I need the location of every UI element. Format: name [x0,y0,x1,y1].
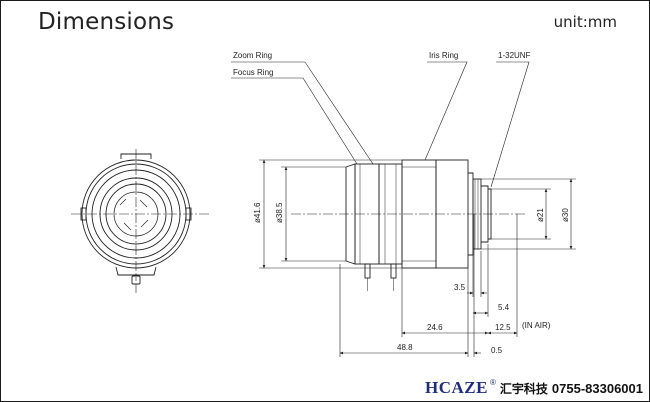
page-title: Dimensions [38,9,175,35]
unit-label: unit:mm [553,13,617,31]
dim-total-length: 48.8 [397,343,413,352]
registered-mark: ® [489,377,496,387]
dim-inner-diameter: ø38.5 [275,202,284,223]
mount-thread-label: 1-32UNF [498,51,531,60]
dim-offset: 0.5 [491,346,503,355]
front-view [71,149,211,293]
footer-brand-bar: HCAZE ® 汇宇科技 0755-83306001 [425,377,643,397]
dim-mount-outer-diameter: ø30 [561,208,570,222]
focus-ring-label: Focus Ring [233,68,273,77]
dim-flange: 5.4 [498,303,510,312]
brand-logo: HCAZE [425,378,488,397]
dim-back-focus: 12.5 [495,323,511,332]
dim-outer-diameter: ø41.6 [253,202,262,223]
iris-ring-label: Iris Ring [429,51,458,60]
side-view [291,159,526,291]
zoom-ring-label: Zoom Ring [233,51,272,60]
dim-back-step: 3.5 [454,283,466,292]
leader-lines [231,61,530,188]
dim-mount-diameter: ø21 [536,208,545,222]
dim-back-focus-note: (IN AIR) [522,321,551,330]
dim-body-length: 24.6 [427,323,443,332]
company-name: 汇宇科技 [499,381,548,396]
phone-number: 0755-83306001 [551,380,643,396]
dimension-lines [259,159,576,357]
